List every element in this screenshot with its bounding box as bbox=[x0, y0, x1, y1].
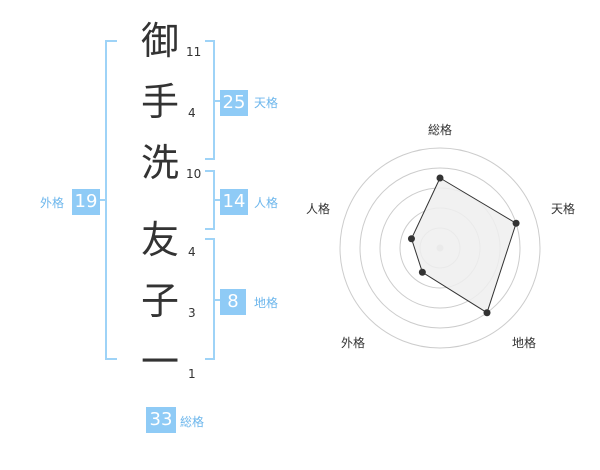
bracket-tenkaku bbox=[205, 40, 220, 160]
soukaku-value-badge: 33 bbox=[146, 407, 176, 433]
chikaku-label: 地格 bbox=[254, 296, 279, 310]
name-char-3: 洗 bbox=[140, 141, 179, 185]
name-char-1: 御 bbox=[140, 19, 179, 63]
bracket-jinkaku bbox=[205, 170, 220, 230]
stroke-count-6: 1 bbox=[188, 367, 196, 381]
name-char-2: 手 bbox=[140, 80, 179, 124]
radar-axis-label-jinkaku: 人格 bbox=[306, 202, 331, 216]
radar-ring-4 bbox=[359, 167, 521, 329]
radar-point-chikaku bbox=[483, 309, 491, 317]
name-char-4: 友 bbox=[140, 218, 179, 262]
bracket-gaikaku bbox=[100, 40, 117, 360]
gaikaku-label: 外格 bbox=[40, 196, 65, 210]
radar-polygon bbox=[410, 177, 517, 314]
radar-point-gaikaku bbox=[418, 268, 426, 276]
chikaku-value-badge: 8 bbox=[220, 289, 246, 315]
radar-point-tenkaku bbox=[512, 219, 520, 227]
radar-axis-label-tenkaku: 天格 bbox=[551, 202, 576, 216]
stroke-count-4: 4 bbox=[188, 245, 196, 259]
radar-point-jinkaku bbox=[407, 235, 415, 243]
stroke-count-2: 4 bbox=[188, 106, 196, 120]
jinkaku-label: 人格 bbox=[254, 196, 279, 210]
soukaku-label: 総格 bbox=[180, 415, 205, 429]
stroke-count-3: 10 bbox=[186, 167, 202, 181]
stroke-count-1: 11 bbox=[186, 45, 202, 59]
radar-ring-5 bbox=[339, 147, 541, 349]
radar-axis-label-gaikaku: 外格 bbox=[341, 336, 366, 350]
tenkaku-label: 天格 bbox=[254, 96, 279, 110]
stroke-count-5: 3 bbox=[188, 306, 196, 320]
radar-axis-label-chikaku: 地格 bbox=[512, 336, 537, 350]
jinkaku-value-badge: 14 bbox=[220, 189, 248, 215]
gaikaku-value-badge: 19 bbox=[72, 189, 100, 215]
tenkaku-value-badge: 25 bbox=[220, 90, 248, 116]
radar-point-soukaku bbox=[436, 174, 444, 182]
radar-axis-label-soukaku: 総格 bbox=[428, 123, 453, 137]
bracket-chikaku bbox=[205, 238, 220, 360]
name-char-6: 一 bbox=[140, 340, 179, 384]
name-char-5: 子 bbox=[140, 279, 179, 323]
